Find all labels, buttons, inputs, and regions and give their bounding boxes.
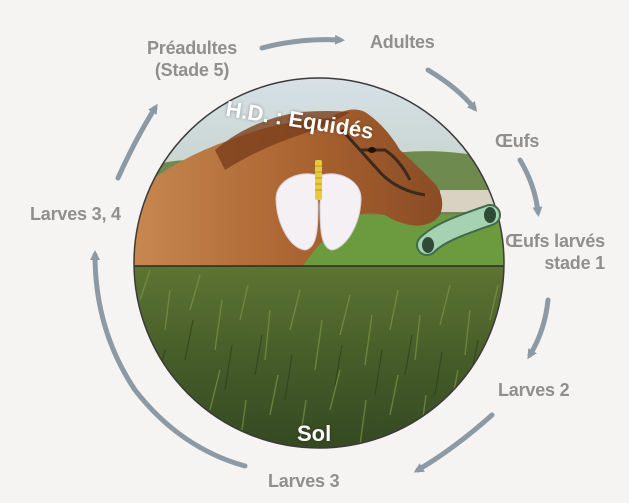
stage-label-larvae-3: Larves 3 bbox=[268, 470, 339, 492]
stage-label-preadults-line1: Préadultes bbox=[142, 37, 242, 59]
arrow-adults-to-eggs bbox=[428, 70, 474, 108]
stage-label-preadults: Préadultes (Stade 5) bbox=[142, 37, 242, 81]
stage-label-preadults-line2: (Stade 5) bbox=[142, 59, 242, 81]
arrow-larvated-to-l2 bbox=[530, 300, 548, 355]
stage-label-larvae-2: Larves 2 bbox=[498, 379, 569, 401]
arrow-preadults-to-adults bbox=[262, 40, 340, 48]
stage-label-larvated-eggs-line2: stade 1 bbox=[490, 252, 605, 274]
stage-label-larvated-eggs: Œufs larvés stade 1 bbox=[490, 230, 605, 274]
stage-label-adults: Adultes bbox=[370, 31, 435, 53]
horse-eye bbox=[368, 147, 376, 153]
stage-label-larvae-3-4: Larves 3, 4 bbox=[30, 203, 121, 225]
arrow-eggs-to-larvated bbox=[520, 160, 538, 212]
stage-label-eggs: Œufs bbox=[495, 130, 539, 152]
arrow-l34-to-preadults bbox=[118, 108, 155, 178]
stage-label-larvated-eggs-line1: Œufs larvés bbox=[490, 230, 605, 252]
arrow-l2-to-l3 bbox=[418, 415, 492, 470]
ground-label: Sol bbox=[297, 421, 331, 447]
